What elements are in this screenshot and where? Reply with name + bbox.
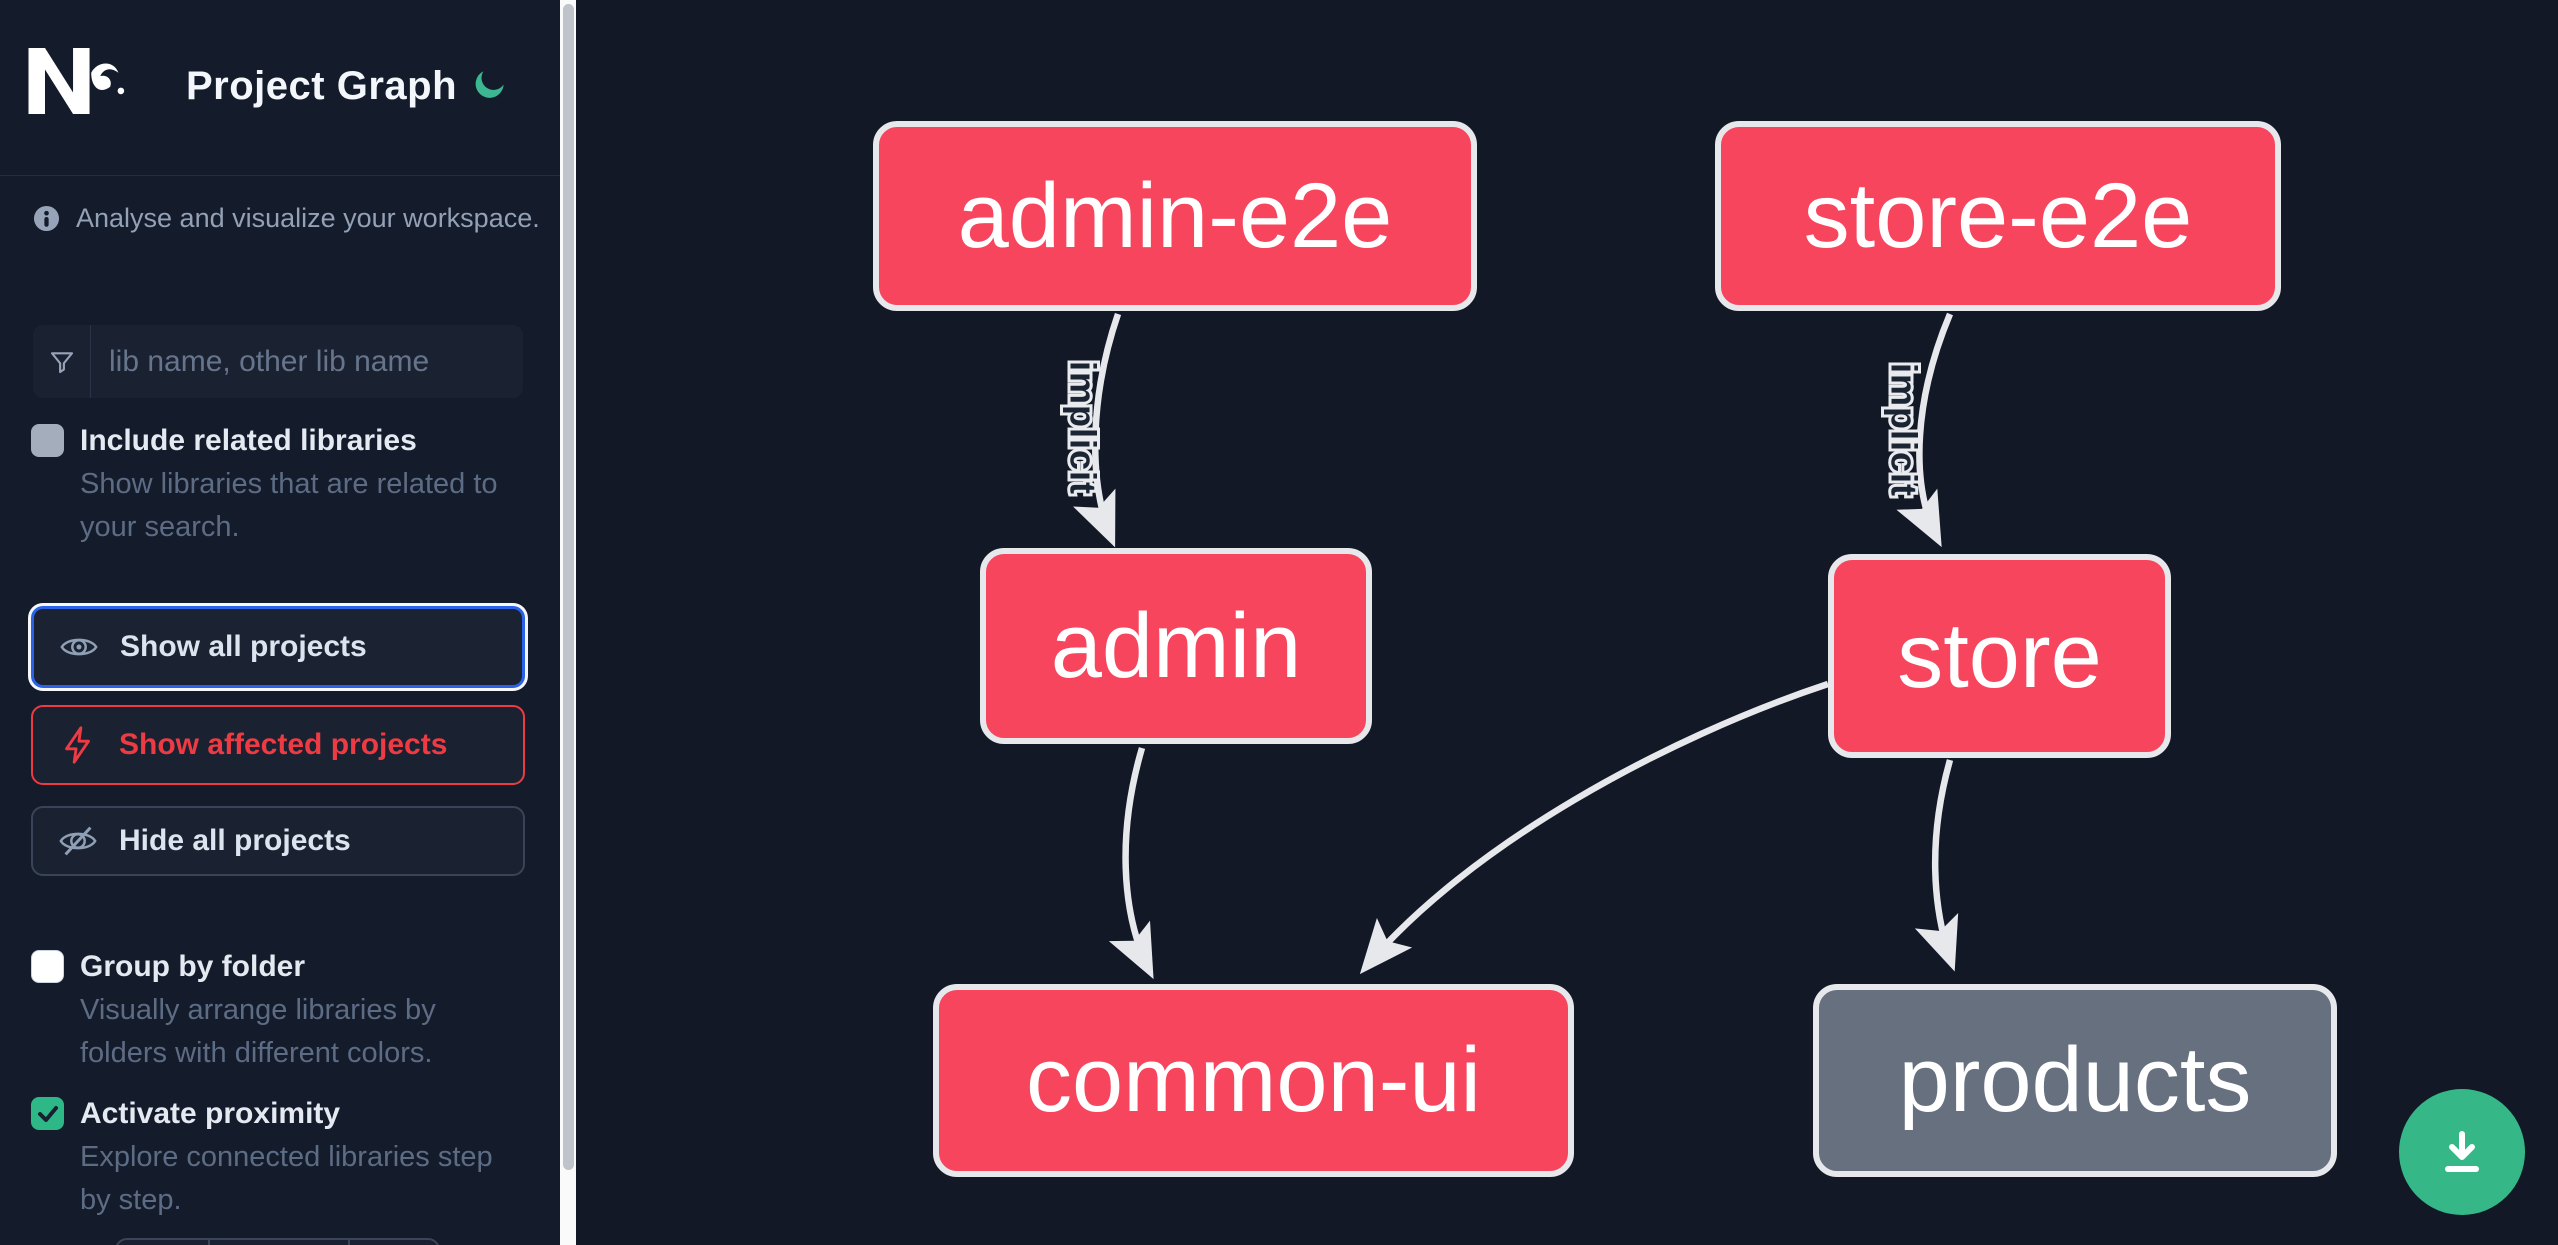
- nx-logo: [28, 48, 125, 114]
- page-title: Project Graph: [186, 64, 458, 108]
- group-by-folder-checkbox[interactable]: [31, 950, 64, 983]
- button-label: Show all projects: [120, 630, 367, 663]
- node-label: store: [1897, 604, 2102, 707]
- info-icon: [33, 205, 60, 232]
- search-box: [33, 325, 523, 398]
- node-label: admin-e2e: [957, 164, 1393, 267]
- toggle-label: Group by folder: [80, 950, 305, 983]
- node-label: common-ui: [1025, 1029, 1481, 1131]
- edge-label-implicit-2: implicit: [1883, 363, 1924, 497]
- hide-all-projects-button[interactable]: Hide all projects: [31, 806, 525, 876]
- toggle-group-by-folder: Group by folder Visually arrange librari…: [31, 948, 531, 1075]
- show-all-projects-button[interactable]: Show all projects: [31, 606, 525, 688]
- toggle-include-related: Include related libraries Show libraries…: [31, 422, 531, 549]
- graph-node-store-e2e[interactable]: store-e2e: [1715, 121, 2281, 311]
- toggle-description: Explore connected libraries step by step…: [80, 1141, 493, 1216]
- segment-2[interactable]: [210, 1240, 350, 1245]
- segment-1[interactable]: [117, 1240, 210, 1245]
- scrollbar-thumb[interactable]: [562, 4, 574, 1170]
- show-affected-projects-button[interactable]: Show affected projects: [31, 705, 525, 785]
- node-label: store-e2e: [1803, 164, 2193, 267]
- edge-admin-common-ui[interactable]: [1108, 747, 1154, 980]
- theme-moon-icon[interactable]: [470, 64, 510, 104]
- eye-icon: [60, 638, 98, 656]
- button-label: Show affected projects: [119, 728, 448, 761]
- search-input[interactable]: [91, 344, 511, 379]
- bolt-icon: [65, 726, 90, 764]
- graph-node-store[interactable]: store: [1828, 554, 2171, 758]
- eye-off-icon: [59, 826, 97, 856]
- button-label: Hide all projects: [119, 824, 351, 857]
- graph-node-admin[interactable]: admin: [980, 548, 1372, 744]
- filter-funnel-icon: [33, 325, 91, 398]
- activate-proximity-checkbox[interactable]: [31, 1097, 64, 1130]
- download-icon: [2445, 1131, 2479, 1172]
- node-label: products: [1898, 1029, 2252, 1131]
- segment-3[interactable]: [350, 1240, 440, 1245]
- sidebar-header: Project Graph: [0, 0, 560, 176]
- edge-admin-e2e-admin[interactable]: [1073, 312, 1122, 548]
- edge-store-common-ui[interactable]: [1359, 680, 1830, 975]
- toggle-description: Show libraries that are related to your …: [80, 468, 498, 543]
- edge-store-e2e-store[interactable]: [1896, 312, 1953, 548]
- graph-node-products[interactable]: products: [1813, 984, 2337, 1177]
- zoom-segmented-control[interactable]: [115, 1238, 440, 1245]
- graph-node-admin-e2e[interactable]: admin-e2e: [873, 121, 1477, 311]
- info-text: Analyse and visualize your workspace.: [76, 203, 540, 233]
- toggle-label: Activate proximity: [80, 1097, 341, 1130]
- toggle-activate-proximity: Activate proximity Explore connected lib…: [31, 1095, 531, 1222]
- toggle-label: Include related libraries: [80, 424, 417, 457]
- check-icon: [37, 1105, 58, 1122]
- include-related-checkbox[interactable]: [31, 424, 64, 457]
- edge-label-implicit-1: implicit: [1062, 361, 1103, 495]
- download-graph-button[interactable]: [2399, 1089, 2525, 1215]
- workspace-info: Analyse and visualize your workspace.: [33, 203, 540, 234]
- node-label: admin: [1050, 594, 1302, 697]
- sidebar-scrollbar[interactable]: [560, 0, 576, 1245]
- graph-node-common-ui[interactable]: common-ui: [933, 984, 1574, 1177]
- toggle-description: Visually arrange libraries by folders wi…: [80, 994, 436, 1069]
- edge-store-products[interactable]: [1914, 759, 1959, 972]
- sidebar: Project Graph Analyse and visualize your…: [0, 0, 560, 1245]
